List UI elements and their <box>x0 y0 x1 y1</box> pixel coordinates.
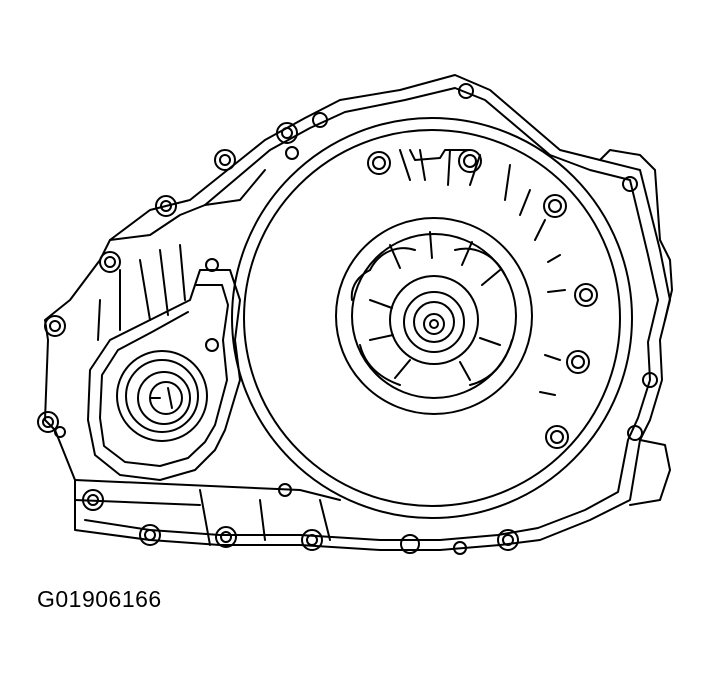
bolt-head <box>566 350 590 374</box>
case-inner-outline <box>84 87 659 541</box>
mounting-hole <box>453 541 467 555</box>
mounting-hole <box>205 258 219 272</box>
bolt-head <box>220 531 232 543</box>
bolt-head <box>214 149 236 171</box>
bolt-head <box>215 526 237 548</box>
bolt-head <box>574 283 598 307</box>
bolt-head <box>571 355 585 369</box>
bolt-head <box>281 127 293 139</box>
bolt-head <box>502 534 514 546</box>
output-seal-outer <box>116 350 208 442</box>
bolt-head <box>104 256 116 268</box>
bolt-head <box>458 149 482 173</box>
bolt-head <box>82 489 104 511</box>
upper-left-contour <box>109 169 266 241</box>
bell-housing-outer <box>231 117 633 519</box>
bolt-head <box>548 199 562 213</box>
pump-lobes <box>350 247 513 386</box>
pump-ring-4 <box>403 291 465 353</box>
bolt-head <box>155 195 177 217</box>
bolt-head <box>139 524 161 546</box>
mounting-hole <box>622 176 638 192</box>
bolt-head <box>99 251 121 273</box>
lower-right-flange <box>629 439 671 506</box>
mounting-hole <box>285 146 299 160</box>
mounting-hole <box>458 83 474 99</box>
bolt-head <box>37 411 59 433</box>
output-seal-ring <box>125 359 199 433</box>
mounting-hole <box>627 425 643 441</box>
bolt-head <box>49 320 61 332</box>
pump-ring-2 <box>351 233 517 399</box>
mounting-hole <box>278 483 292 497</box>
bell-housing-inner <box>243 129 621 507</box>
output-key <box>149 387 173 409</box>
bolt-head <box>276 122 298 144</box>
pump-outer-ring <box>335 217 533 415</box>
pump-ring-3 <box>389 275 479 365</box>
bolt-head <box>463 154 477 168</box>
diff-housing <box>87 269 241 481</box>
mounting-hole <box>642 372 658 388</box>
bolt-head <box>543 194 567 218</box>
bolt-head <box>367 151 391 175</box>
lower-rail <box>74 479 341 546</box>
bolt-head <box>579 288 593 302</box>
bolt-head <box>160 200 172 212</box>
bolt-head <box>497 529 519 551</box>
bolt-head <box>87 494 99 506</box>
mounting-hole <box>312 112 328 128</box>
output-seal-inner <box>137 371 191 425</box>
bolt-heads <box>37 122 598 554</box>
rib-housing-top <box>409 149 471 161</box>
bolt-head <box>372 156 386 170</box>
bolt-head <box>301 529 323 551</box>
right-flange <box>599 149 673 321</box>
mounting-holes <box>54 83 658 555</box>
pump-spokes <box>369 231 501 381</box>
bolt-head <box>44 315 66 337</box>
mounting-hole <box>205 338 219 352</box>
bolt-head <box>42 416 54 428</box>
figure-id-caption: G01906166 <box>37 586 162 612</box>
bell-ribs <box>399 149 566 396</box>
bolt-head <box>550 430 564 444</box>
diff-housing-inner <box>99 284 229 467</box>
mounting-hole <box>54 426 66 438</box>
bolt-head <box>219 154 231 166</box>
input-shaft-ring <box>423 313 445 335</box>
bolt-head <box>545 425 569 449</box>
case-outline <box>44 74 671 551</box>
input-shaft-center <box>429 319 439 329</box>
left-ribs <box>97 244 186 341</box>
bolt-head <box>306 534 318 546</box>
pump-ring-5 <box>413 301 455 343</box>
bolt-head <box>144 529 156 541</box>
bolt-head <box>400 534 420 554</box>
